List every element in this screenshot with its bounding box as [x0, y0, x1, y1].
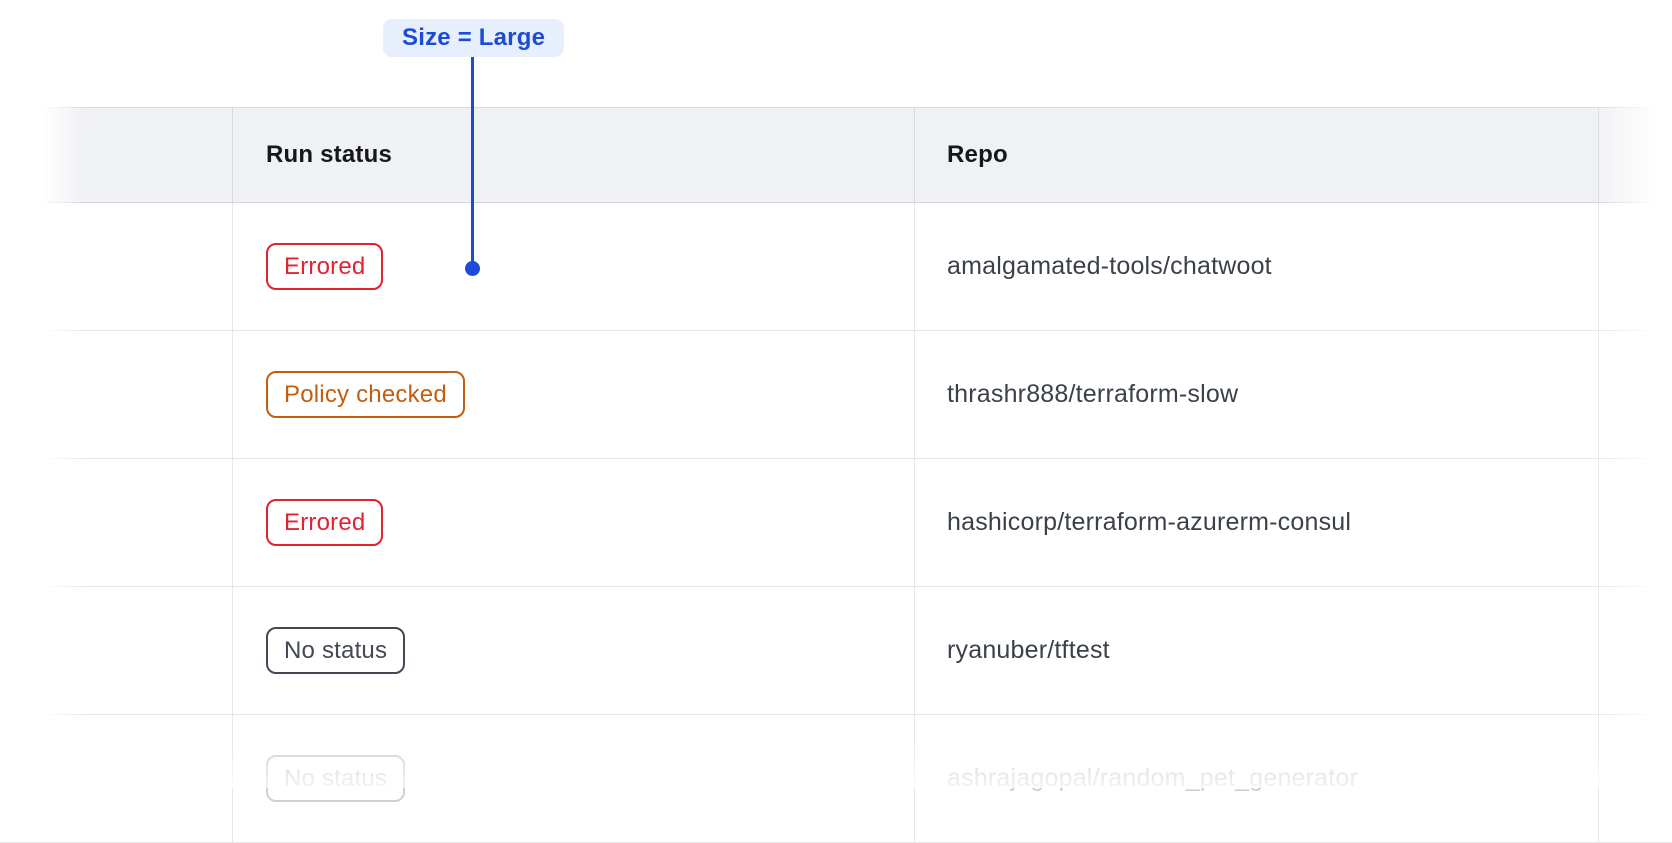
run-status-badge: No status	[266, 755, 406, 802]
row-cell-leading	[0, 203, 233, 330]
row-cell-repo: ashrajagopal/random_pet_generator	[915, 715, 1599, 842]
repo-column-header: Repo	[947, 141, 1008, 168]
annotation-connector-dot	[465, 261, 480, 276]
row-cell-trailing	[1599, 715, 1672, 842]
row-cell-trailing	[1599, 203, 1672, 330]
row-cell-repo: ryanuber/tftest	[915, 587, 1599, 714]
table-row[interactable]: No status ryanuber/tftest	[0, 587, 1672, 715]
row-cell-repo: thrashr888/terraform-slow	[915, 331, 1599, 458]
row-cell-run-status: Policy checked	[233, 331, 915, 458]
run-status-column-header: Run status	[266, 141, 393, 168]
row-cell-run-status: No status	[233, 587, 915, 714]
row-cell-trailing	[1599, 587, 1672, 714]
header-cell-trailing	[1599, 108, 1672, 202]
table-row[interactable]: No status ashrajagopal/random_pet_genera…	[0, 715, 1672, 843]
row-cell-trailing	[1599, 331, 1672, 458]
table-header-row: Run status Repo	[0, 107, 1672, 203]
row-cell-repo: hashicorp/terraform-azurerm-consul	[915, 459, 1599, 586]
repo-name: ryanuber/tftest	[947, 636, 1110, 664]
runs-table: Run status Repo Errored amalgamated-tool…	[0, 107, 1672, 843]
row-cell-trailing	[1599, 459, 1672, 586]
header-cell-repo: Repo	[915, 108, 1599, 202]
size-annotation-label: Size = Large	[383, 19, 565, 57]
run-status-badge: Policy checked	[266, 371, 465, 418]
row-cell-leading	[0, 715, 233, 842]
row-cell-run-status: No status	[233, 715, 915, 842]
repo-name: amalgamated-tools/chatwoot	[947, 252, 1272, 280]
run-status-badge: Errored	[266, 499, 384, 546]
run-status-badge: No status	[266, 627, 406, 674]
row-cell-leading	[0, 587, 233, 714]
table-row[interactable]: Errored amalgamated-tools/chatwoot	[0, 203, 1672, 331]
header-cell-leading	[0, 108, 233, 202]
row-cell-leading	[0, 331, 233, 458]
repo-name: ashrajagopal/random_pet_generator	[947, 764, 1359, 792]
run-status-badge: Errored	[266, 243, 384, 290]
table-body: Errored amalgamated-tools/chatwoot Polic…	[0, 203, 1672, 843]
row-cell-run-status: Errored	[233, 203, 915, 330]
row-cell-run-status: Errored	[233, 459, 915, 586]
table-row[interactable]: Policy checked thrashr888/terraform-slow	[0, 331, 1672, 459]
row-cell-repo: amalgamated-tools/chatwoot	[915, 203, 1599, 330]
row-cell-leading	[0, 459, 233, 586]
table-row[interactable]: Errored hashicorp/terraform-azurerm-cons…	[0, 459, 1672, 587]
repo-name: hashicorp/terraform-azurerm-consul	[947, 508, 1352, 536]
annotation-connector-line	[471, 57, 474, 262]
repo-name: thrashr888/terraform-slow	[947, 380, 1239, 408]
header-cell-run-status: Run status	[233, 108, 915, 202]
